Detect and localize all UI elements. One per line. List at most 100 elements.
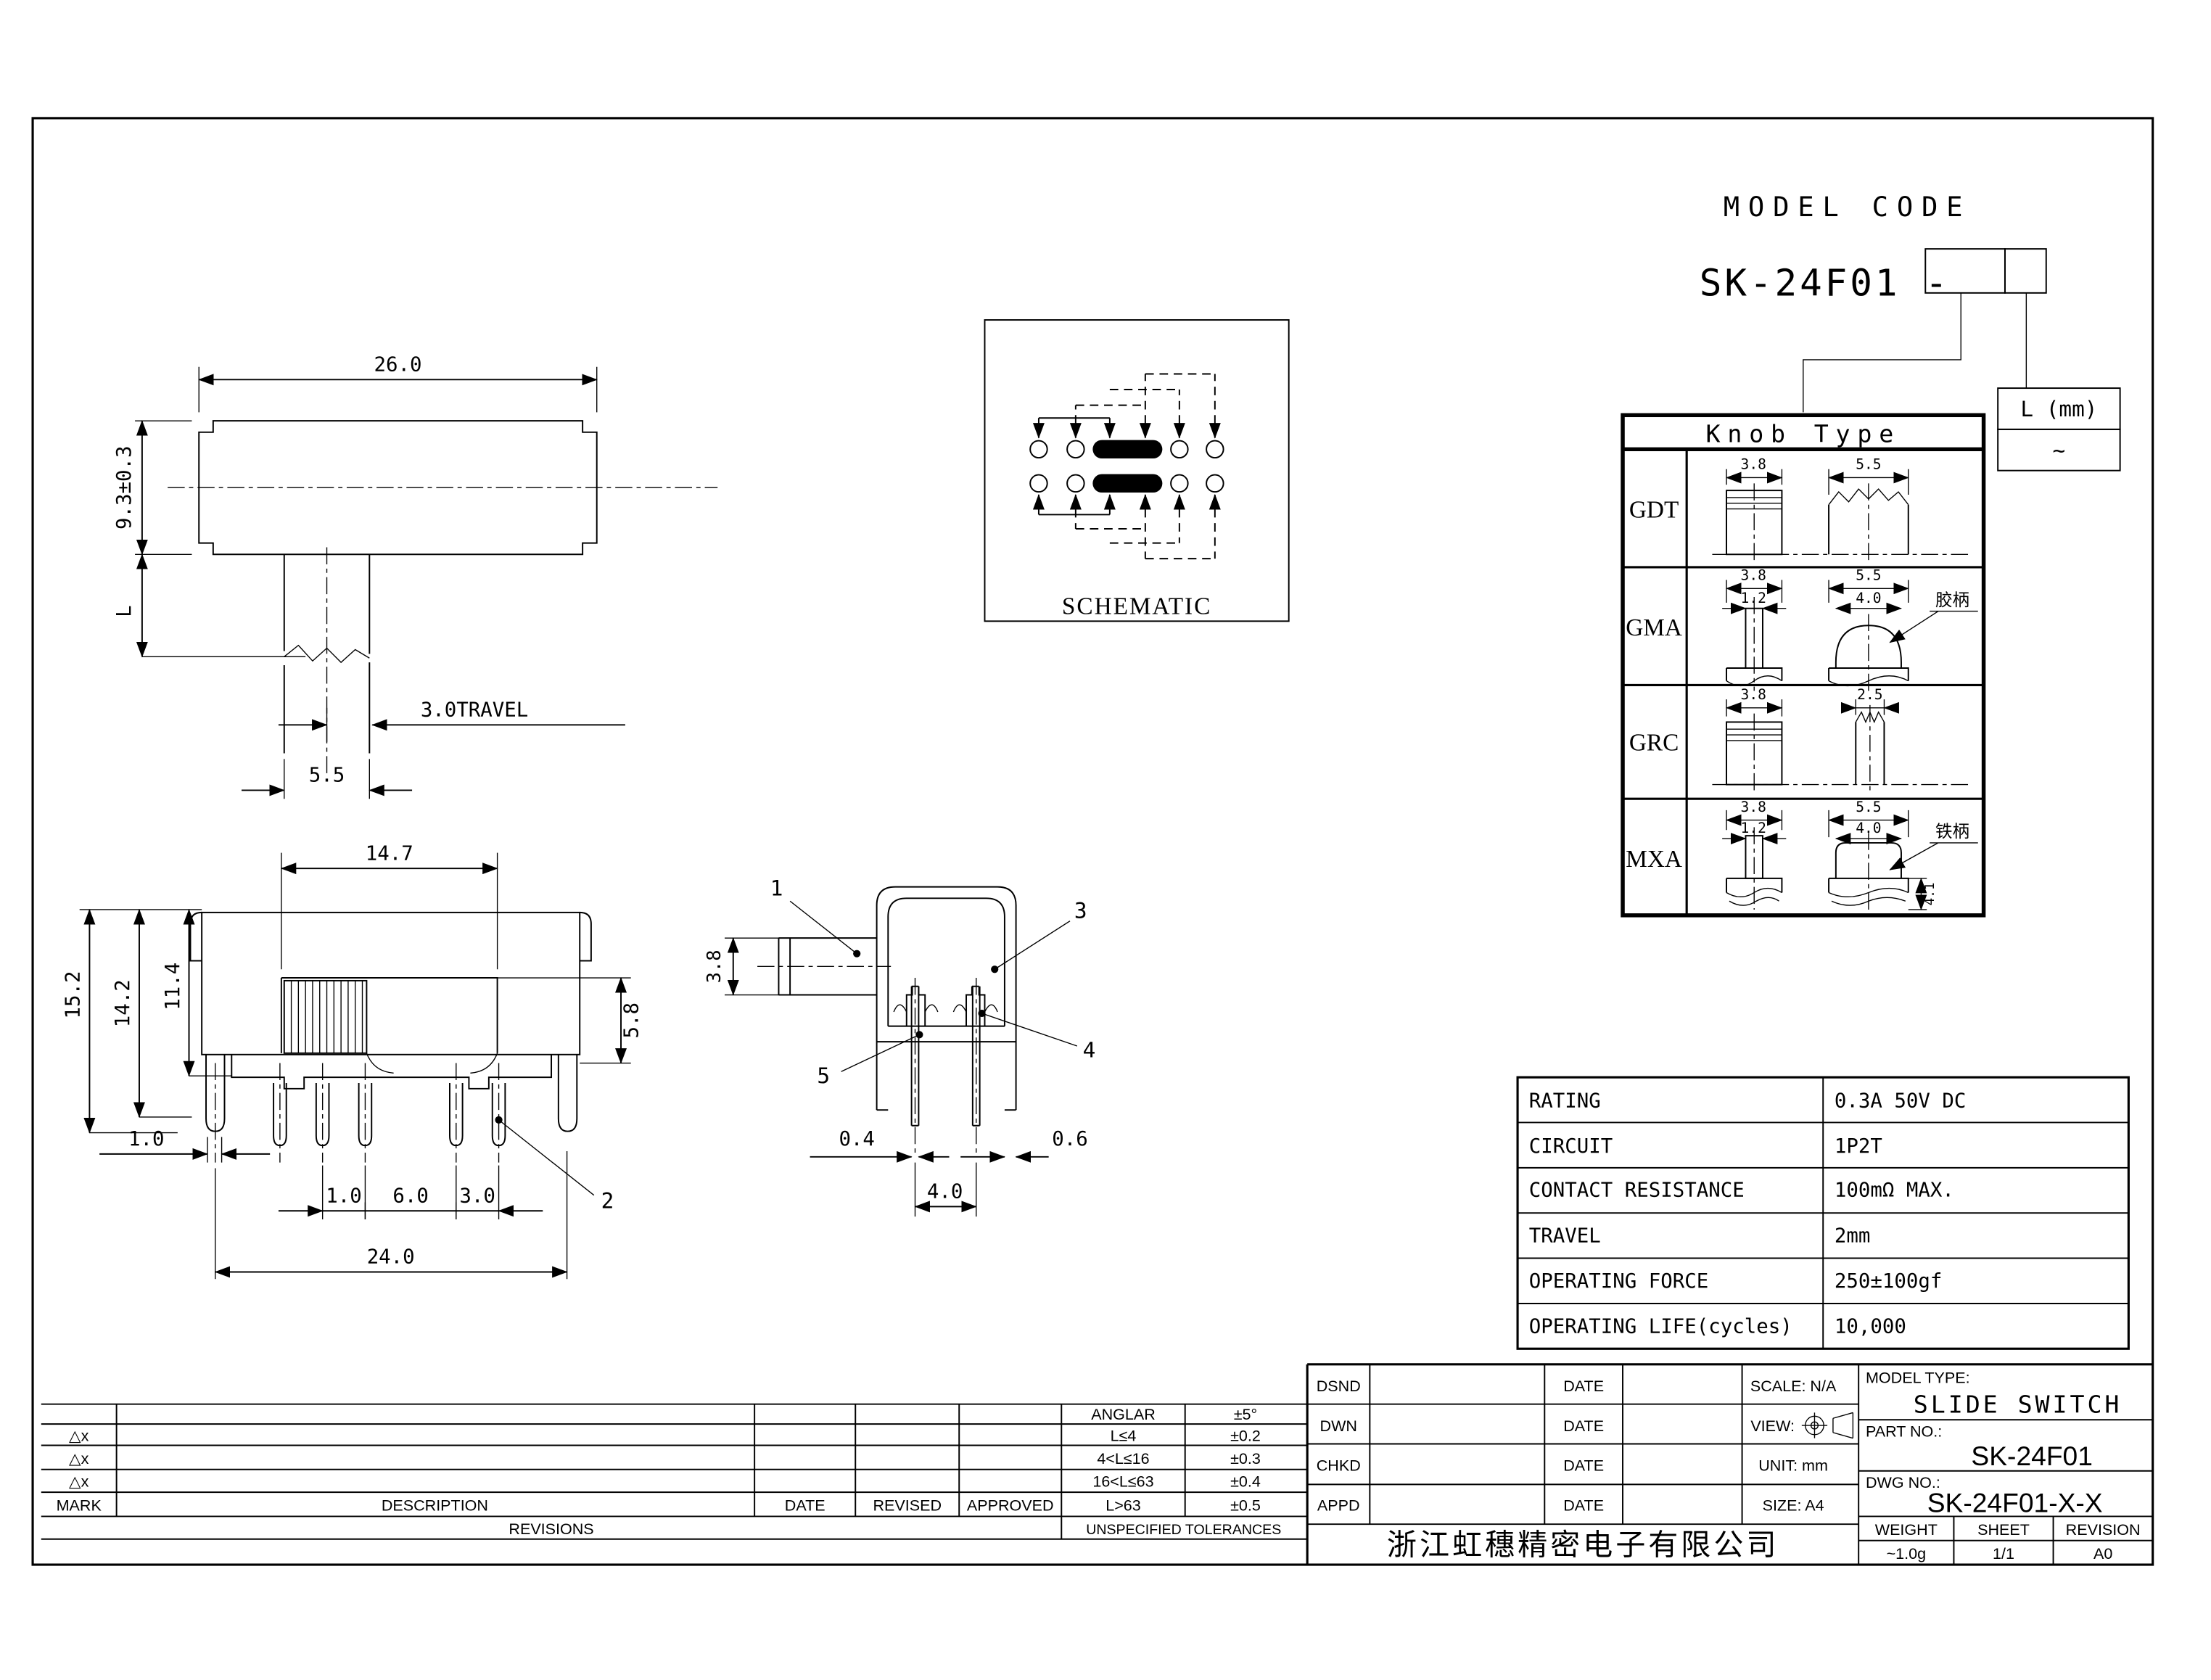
- knob-row-mxa: MXA: [1626, 846, 1682, 873]
- dim-h-total: 15.2: [62, 971, 85, 1019]
- knob-gdt-drawings: 3.8 5.5: [1712, 456, 1969, 562]
- dim-top-height: 9.3±0.3: [113, 445, 136, 530]
- date-label-4: DATE: [1563, 1497, 1604, 1515]
- revision-mark-1: △x: [69, 1428, 89, 1445]
- knob-row-gdt: GDT: [1629, 496, 1679, 523]
- model-code-base: SK-24F01 -: [1700, 263, 1951, 305]
- spec-label-contact: CONTACT RESISTANCE: [1529, 1179, 1745, 1202]
- tolerances-title: UNSPECIFIED TOLERANCES: [1086, 1522, 1281, 1538]
- tol-value-4: ±0.5: [1230, 1497, 1261, 1515]
- approved-header: APPROVED: [967, 1497, 1054, 1515]
- unit-label: UNIT: mm: [1758, 1457, 1828, 1475]
- revision-mark-2: △x: [69, 1450, 89, 1467]
- schematic: SCHEMATIC: [984, 319, 1290, 622]
- tol-range-0: ANGLAR: [1091, 1406, 1156, 1423]
- knob-row-gma: GMA: [1626, 614, 1682, 641]
- dim-mxa-front: 3.8: [1741, 799, 1766, 815]
- dim-stem-height: 3.8: [704, 950, 725, 983]
- schematic-terminals: [1029, 440, 1224, 493]
- front-view-pins: [273, 1082, 506, 1147]
- knob-grc-drawings: 3.8 2.5: [1712, 686, 1969, 792]
- spec-value-rating: 0.3A 50V DC: [1835, 1090, 1967, 1112]
- spec-label-travel: TRAVEL: [1529, 1224, 1601, 1247]
- tol-range-2: 4<L≤16: [1097, 1450, 1149, 1467]
- tolerances-rows: ANGLAR ±5° L≤4 ±0.2 4<L≤16 ±0.3 16<L≤63 …: [1091, 1406, 1261, 1514]
- dim-gma-side: 5.5: [1856, 567, 1881, 584]
- model-code: MODEL CODE SK-24F01 - L (mm) ~: [1700, 191, 2121, 472]
- dim-mxa-height: 4.1: [1923, 883, 1938, 906]
- revised-header: REVISED: [873, 1497, 942, 1515]
- third-angle-projection-icon: [1801, 1412, 1854, 1439]
- model-code-title: MODEL CODE: [1724, 191, 1972, 223]
- callout-3: 3: [1074, 899, 1087, 923]
- spec-value-contact: 100mΩ MAX.: [1835, 1179, 1954, 1202]
- side-view: 3.8 1 3 4 5 0.4 0.6 4.0: [704, 876, 1096, 1217]
- spec-label-rating: RATING: [1529, 1090, 1601, 1112]
- dwg-no-label: DWG NO.:: [1866, 1474, 1940, 1491]
- tol-range-1: L≤4: [1111, 1428, 1137, 1445]
- knob-mxa-note: 铁柄: [1935, 821, 1969, 841]
- date-label-2: DATE: [1563, 1417, 1604, 1435]
- model-type-value: SLIDE SWITCH: [1914, 1390, 2123, 1418]
- length-box-header: L (mm): [2020, 397, 2097, 421]
- dim-top-width: 26.0: [374, 354, 421, 376]
- date-label-1: DATE: [1563, 1378, 1604, 1395]
- specs-table: RATING 0.3A 50V DC CIRCUIT 1P2T CONTACT …: [1516, 1076, 2130, 1350]
- dim-gdt-front: 3.8: [1741, 456, 1766, 473]
- revisions-footer: REVISIONS: [509, 1520, 593, 1538]
- sheet-border: [31, 117, 2154, 1566]
- schematic-label: SCHEMATIC: [1062, 593, 1211, 620]
- dim-gma-inner: 4.0: [1856, 590, 1881, 606]
- spec-label-circuit: CIRCUIT: [1529, 1135, 1613, 1158]
- callout-4: 4: [1083, 1038, 1096, 1063]
- top-view: 26.0 9.3±0.3 L 3.0TRAVEL 5.5: [113, 354, 718, 799]
- sheet-value: 1/1: [1993, 1545, 2014, 1562]
- dim-h-mid: 14.2: [112, 979, 134, 1027]
- appd-label: APPD: [1317, 1497, 1360, 1515]
- size-label: SIZE: A4: [1763, 1497, 1824, 1515]
- chkd-label: CHKD: [1317, 1457, 1361, 1475]
- company-name: 浙江虹穗精密电子有限公司: [1387, 1527, 1779, 1562]
- tol-value-3: ±0.4: [1230, 1473, 1261, 1490]
- dim-pin-pitch: 4.0: [927, 1181, 963, 1203]
- dim-mxa-side: 5.5: [1856, 799, 1881, 815]
- weight-value: ~1.0g: [1887, 1545, 1926, 1562]
- revision-label: REVISION: [2066, 1521, 2141, 1539]
- dim-knob-window: 14.7: [366, 842, 413, 865]
- dim-mxa-stem: 1.2: [1741, 820, 1766, 836]
- dim-pitch1: 1.0: [326, 1185, 362, 1208]
- date-col-header: DATE: [785, 1497, 825, 1515]
- knob-table-title: Knob Type: [1706, 420, 1901, 448]
- tol-range-4: L>63: [1106, 1497, 1141, 1515]
- tol-value-0: ±5°: [1234, 1406, 1257, 1423]
- model-type-label: MODEL TYPE:: [1866, 1369, 1970, 1386]
- dim-foot: 1.0: [128, 1128, 164, 1150]
- callout-5: 5: [817, 1063, 830, 1088]
- dsnd-label: DSND: [1317, 1378, 1361, 1395]
- dim-pitch3: 3.0: [459, 1185, 495, 1208]
- tol-value-1: ±0.2: [1230, 1428, 1261, 1445]
- spec-value-travel: 2mm: [1835, 1224, 1871, 1247]
- dim-shaft-length: L: [113, 605, 136, 617]
- sheet-label: SHEET: [1977, 1521, 2030, 1539]
- knob-gma-note: 胶柄: [1935, 590, 1969, 610]
- date-label-3: DATE: [1563, 1457, 1604, 1475]
- revision-value: A0: [2093, 1545, 2112, 1562]
- spec-value-circuit: 1P2T: [1835, 1135, 1882, 1158]
- part-no-label: PART NO.:: [1866, 1423, 1942, 1441]
- dim-overall: 24.0: [367, 1246, 415, 1269]
- dim-h-right: 5.8: [621, 1002, 643, 1039]
- tol-value-2: ±0.3: [1230, 1450, 1261, 1467]
- weight-label: WEIGHT: [1875, 1521, 1938, 1539]
- dim-leg-thk: 0.6: [1052, 1128, 1088, 1150]
- knob-mxa-drawings: 3.8 1.2 5.5 4.0 铁柄 4.1: [1722, 799, 1978, 911]
- dwn-label: DWN: [1320, 1417, 1357, 1435]
- dim-mxa-inner: 4.0: [1856, 820, 1881, 836]
- dim-pin-thk: 0.4: [839, 1128, 875, 1150]
- description-header: DESCRIPTION: [382, 1497, 488, 1515]
- knob-type-table: Knob Type GDT GMA GRC MXA 3.8 5.5 3.8 1.…: [1621, 413, 1986, 918]
- part-no-value: SK-24F01: [1971, 1441, 2093, 1471]
- dim-h-body: 11.4: [162, 963, 184, 1010]
